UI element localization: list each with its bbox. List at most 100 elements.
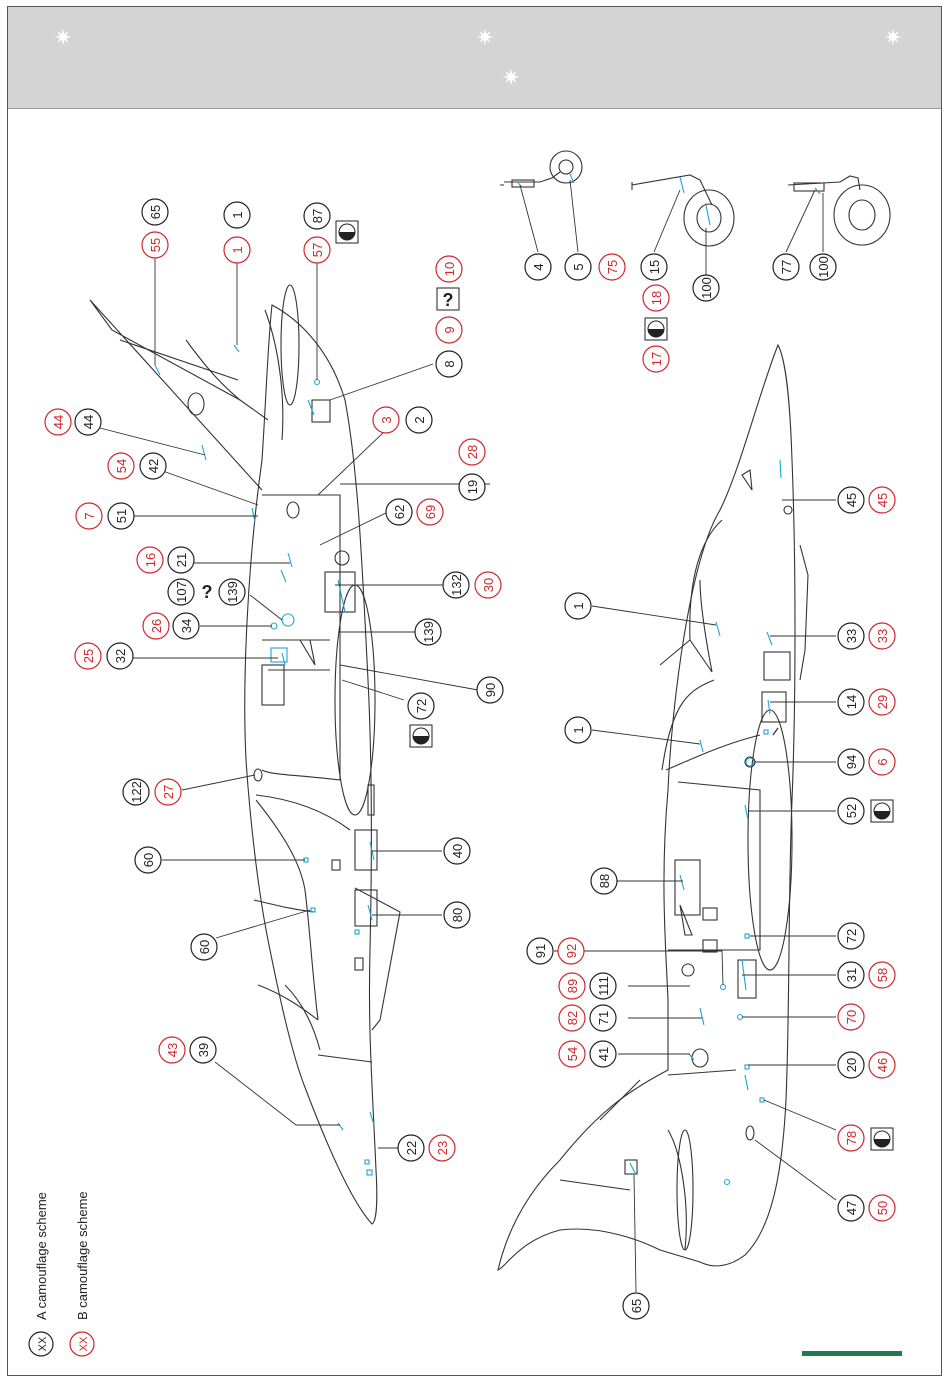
callout-circle <box>435 255 463 283</box>
callout-2: 2 <box>405 406 433 434</box>
callout-circle <box>107 452 135 480</box>
callout-circle <box>868 748 896 776</box>
question-mark-box: ? <box>436 287 460 311</box>
callout-label: 100 <box>699 277 714 299</box>
callout-circle <box>122 778 150 806</box>
callout-circle <box>526 937 554 965</box>
callout-circle <box>407 692 435 720</box>
callout-1: 1 <box>564 592 592 620</box>
callout-circle <box>458 473 486 501</box>
callout-circle <box>303 236 331 264</box>
callout-label: 52 <box>844 804 859 818</box>
callout-circle <box>557 937 585 965</box>
callout-19: 19 <box>458 473 486 501</box>
callout-label: 40 <box>450 844 465 858</box>
callout-1: 1 <box>564 716 592 744</box>
callout-65: 65 <box>141 198 169 226</box>
callout-circle <box>564 716 592 744</box>
callout-41: 41 <box>589 1040 617 1068</box>
callout-45: 45 <box>837 486 865 514</box>
callout-circle <box>397 1134 425 1162</box>
callout-16: 16 <box>136 546 164 574</box>
callout-71: 71 <box>589 1004 617 1032</box>
callout-82: 82 <box>558 1004 586 1032</box>
callout-label: 22 <box>404 1141 419 1155</box>
aircraft-upper-view <box>89 284 401 1225</box>
callout-8: 8 <box>435 350 463 378</box>
callout-54: 54 <box>558 1040 586 1068</box>
callout-circle <box>642 345 670 373</box>
callout-1: 1 <box>223 236 251 264</box>
callout-circle <box>154 778 182 806</box>
callout-47: 47 <box>837 1194 865 1222</box>
callout-label: 1 <box>571 602 586 609</box>
callout-label: 18 <box>649 291 664 305</box>
callout-90: 90 <box>476 676 504 704</box>
callout-78: 78 <box>837 1124 865 1152</box>
legend-item-b: XX B camouflage scheme <box>69 1191 95 1357</box>
callout-circle <box>303 202 331 230</box>
callout-label: 60 <box>141 853 156 867</box>
callout-label: 45 <box>875 493 890 507</box>
callout-label: 92 <box>564 944 579 958</box>
cyan-markers-upper <box>154 344 375 1176</box>
callout-label: 122 <box>129 781 144 803</box>
callout-label: 4 <box>531 263 546 270</box>
callout-circle <box>640 253 668 281</box>
callout-label: 46 <box>875 1058 890 1072</box>
callout-label: 34 <box>179 619 194 633</box>
callout-label: 39 <box>196 1043 211 1057</box>
callout-label: 71 <box>596 1011 611 1025</box>
half-disc-icon <box>409 724 433 748</box>
callout-label: 60 <box>197 940 212 954</box>
callout-circle <box>442 571 470 599</box>
callout-circle <box>141 231 169 259</box>
legend-marker-b: XX <box>78 1336 90 1351</box>
callout-circle <box>837 1003 865 1031</box>
callout-40: 40 <box>443 837 471 865</box>
callout-circle <box>558 1040 586 1068</box>
cyan-markers-lower <box>629 459 782 1186</box>
callout-circle <box>44 408 72 436</box>
callout-27: 27 <box>154 778 182 806</box>
callout-132: 132 <box>442 571 470 599</box>
callout-32: 32 <box>106 642 134 670</box>
callout-20: 20 <box>837 1051 865 1079</box>
callout-label: 42 <box>146 459 161 473</box>
callout-circle <box>458 438 486 466</box>
callout-label: 87 <box>310 209 325 223</box>
callout-label: 58 <box>875 968 890 982</box>
half-disc-icon <box>644 317 668 341</box>
callout-72: 72 <box>407 692 435 720</box>
callout-33: 33 <box>837 622 865 650</box>
callout-circle <box>405 406 433 434</box>
callout-circle <box>435 350 463 378</box>
callout-label: 88 <box>597 874 612 888</box>
callout-circle <box>837 688 865 716</box>
callout-label: 19 <box>465 480 480 494</box>
callout-100: 100 <box>809 253 837 281</box>
callout-circle <box>772 253 800 281</box>
callout-circle <box>692 274 720 302</box>
callout-label: 31 <box>844 968 859 982</box>
callout-6: 6 <box>868 748 896 776</box>
callout-circle <box>443 837 471 865</box>
callout-69: 69 <box>416 498 444 526</box>
callout-label: 30 <box>481 578 496 592</box>
callout-72: 72 <box>837 922 865 950</box>
callout-circle <box>107 502 135 530</box>
callout-33: 33 <box>868 622 896 650</box>
callout-91: 91 <box>526 937 554 965</box>
callout-label: 5 <box>571 263 586 270</box>
callout-circle <box>809 253 837 281</box>
callout-label: 90 <box>483 683 498 697</box>
callout-circle <box>837 961 865 989</box>
callout-46: 46 <box>868 1051 896 1079</box>
callout-62: 62 <box>385 498 413 526</box>
callout-label: 8 <box>442 360 457 367</box>
callout-circle <box>868 1051 896 1079</box>
callout-circle <box>868 688 896 716</box>
callout-label: 41 <box>596 1047 611 1061</box>
callout-circle <box>141 198 169 226</box>
callout-label: 69 <box>423 505 438 519</box>
